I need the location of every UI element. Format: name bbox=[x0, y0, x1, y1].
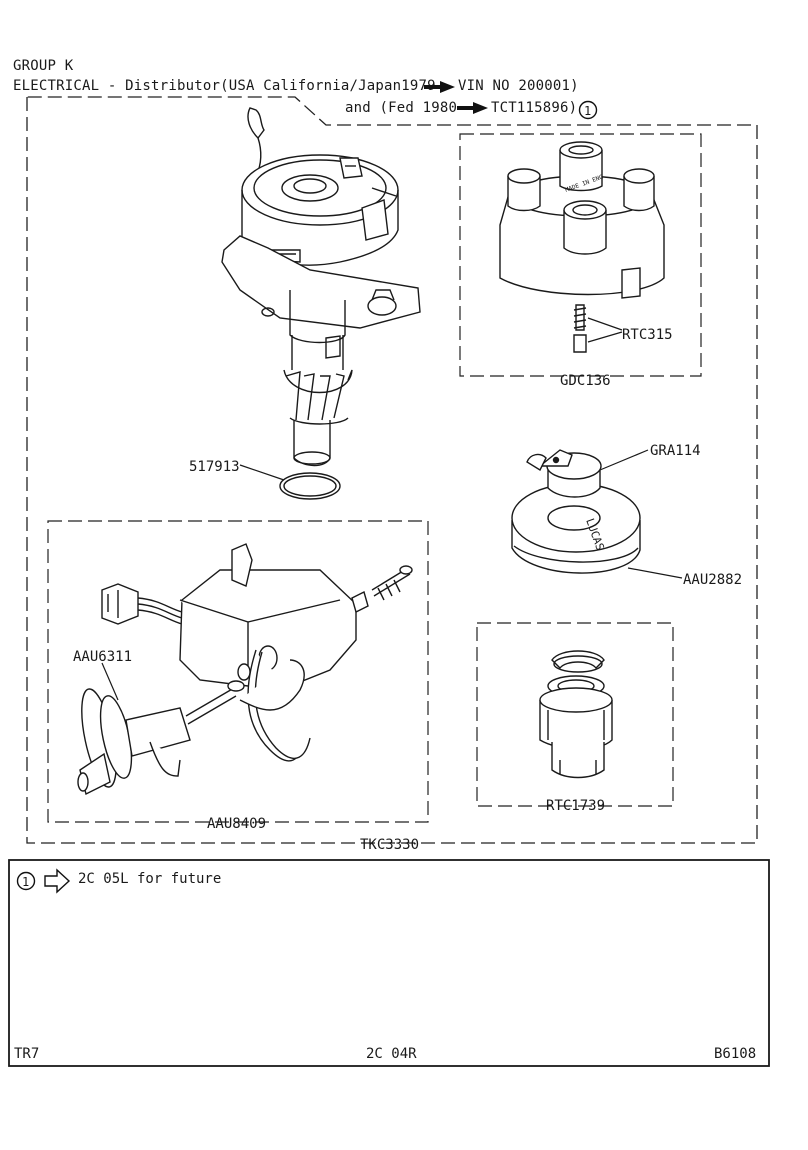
footer-code: B6108 bbox=[714, 1046, 756, 1062]
cap-kit-box bbox=[459, 133, 702, 377]
pickup-vacuum-drawing bbox=[77, 543, 413, 796]
notes-text: 2C 05L for future bbox=[78, 871, 221, 887]
leader-line bbox=[239, 464, 285, 481]
part-label: AAU8409 bbox=[207, 816, 266, 832]
part-label: RTC1739 bbox=[546, 798, 605, 814]
part-label: AAU6311 bbox=[73, 649, 132, 665]
circled-numeral: 1 bbox=[16, 871, 36, 891]
distributor-body-drawing bbox=[221, 107, 421, 500]
page-subtitle-tct: TCT115896) bbox=[491, 100, 578, 116]
leader-line bbox=[599, 449, 649, 471]
arrow-right-icon bbox=[424, 81, 455, 93]
arrow-right-icon bbox=[457, 102, 488, 114]
svg-text:1: 1 bbox=[584, 104, 591, 118]
footer-model: TR7 bbox=[14, 1046, 39, 1062]
drive-dog-drawing bbox=[539, 650, 613, 779]
group-label: GROUP K bbox=[13, 58, 74, 74]
footer-page-number: 2C 04R bbox=[366, 1046, 417, 1062]
part-label: TKC3330 bbox=[360, 837, 419, 853]
rotor-arm-drawing bbox=[511, 449, 641, 574]
leader-line bbox=[101, 662, 119, 701]
notes-box bbox=[8, 859, 770, 1067]
leader-line bbox=[627, 567, 683, 579]
part-label: GRA114 bbox=[650, 443, 701, 459]
part-label: AAU2882 bbox=[683, 572, 742, 588]
distributor-cap-drawing bbox=[499, 141, 665, 353]
part-label: GDC136 bbox=[560, 373, 611, 389]
arrow-outline-icon bbox=[44, 868, 71, 894]
circled-numeral: 1 bbox=[578, 100, 598, 120]
page-title-vin: VIN NO 200001) bbox=[458, 78, 579, 94]
pickup-kit-box bbox=[47, 520, 429, 823]
part-label: 517913 bbox=[189, 459, 240, 475]
drive-kit-box bbox=[476, 622, 674, 807]
page-subtitle: and (Fed 1980 bbox=[345, 100, 458, 116]
page-title: ELECTRICAL - Distributor(USA California/… bbox=[13, 78, 436, 94]
part-label: RTC315 bbox=[622, 327, 673, 343]
leader-line bbox=[587, 317, 623, 343]
kit-boundary bbox=[26, 96, 758, 844]
svg-text:1: 1 bbox=[22, 875, 29, 889]
